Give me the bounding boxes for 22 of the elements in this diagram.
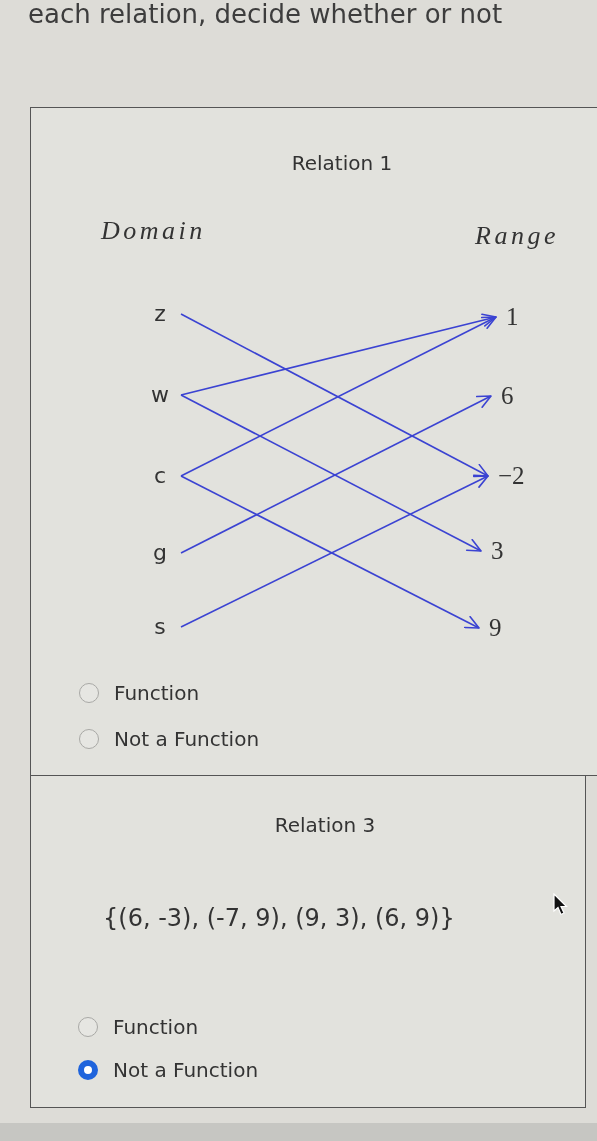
column-heading: Range (475, 220, 559, 252)
column-heading: Domain (101, 215, 206, 247)
question-card (30, 107, 597, 776)
range-value: −2 (488, 461, 538, 491)
domain-value: g (139, 539, 181, 567)
option-label: Not a Function (113, 1058, 259, 1082)
question-card (30, 776, 586, 1108)
domain-value: c (139, 462, 181, 490)
domain-value: s (139, 613, 181, 641)
option-label: Function (113, 1015, 199, 1039)
card-heading: Relation 3 (274, 813, 376, 837)
option-label: Function (114, 681, 200, 705)
domain-value: z (139, 300, 181, 328)
card-heading: Relation 1 (291, 151, 393, 175)
range-value: 3 (481, 536, 517, 566)
range-value: 1 (496, 302, 532, 332)
set-notation: {(6, -3), (-7, 9), (9, 3), (6, 9)} (103, 903, 455, 933)
range-value: 6 (491, 381, 527, 411)
option-label: Not a Function (114, 727, 260, 751)
range-value: 9 (479, 613, 515, 643)
instruction-text: each relation, decide whether or not (28, 0, 503, 31)
domain-value: w (139, 381, 181, 409)
